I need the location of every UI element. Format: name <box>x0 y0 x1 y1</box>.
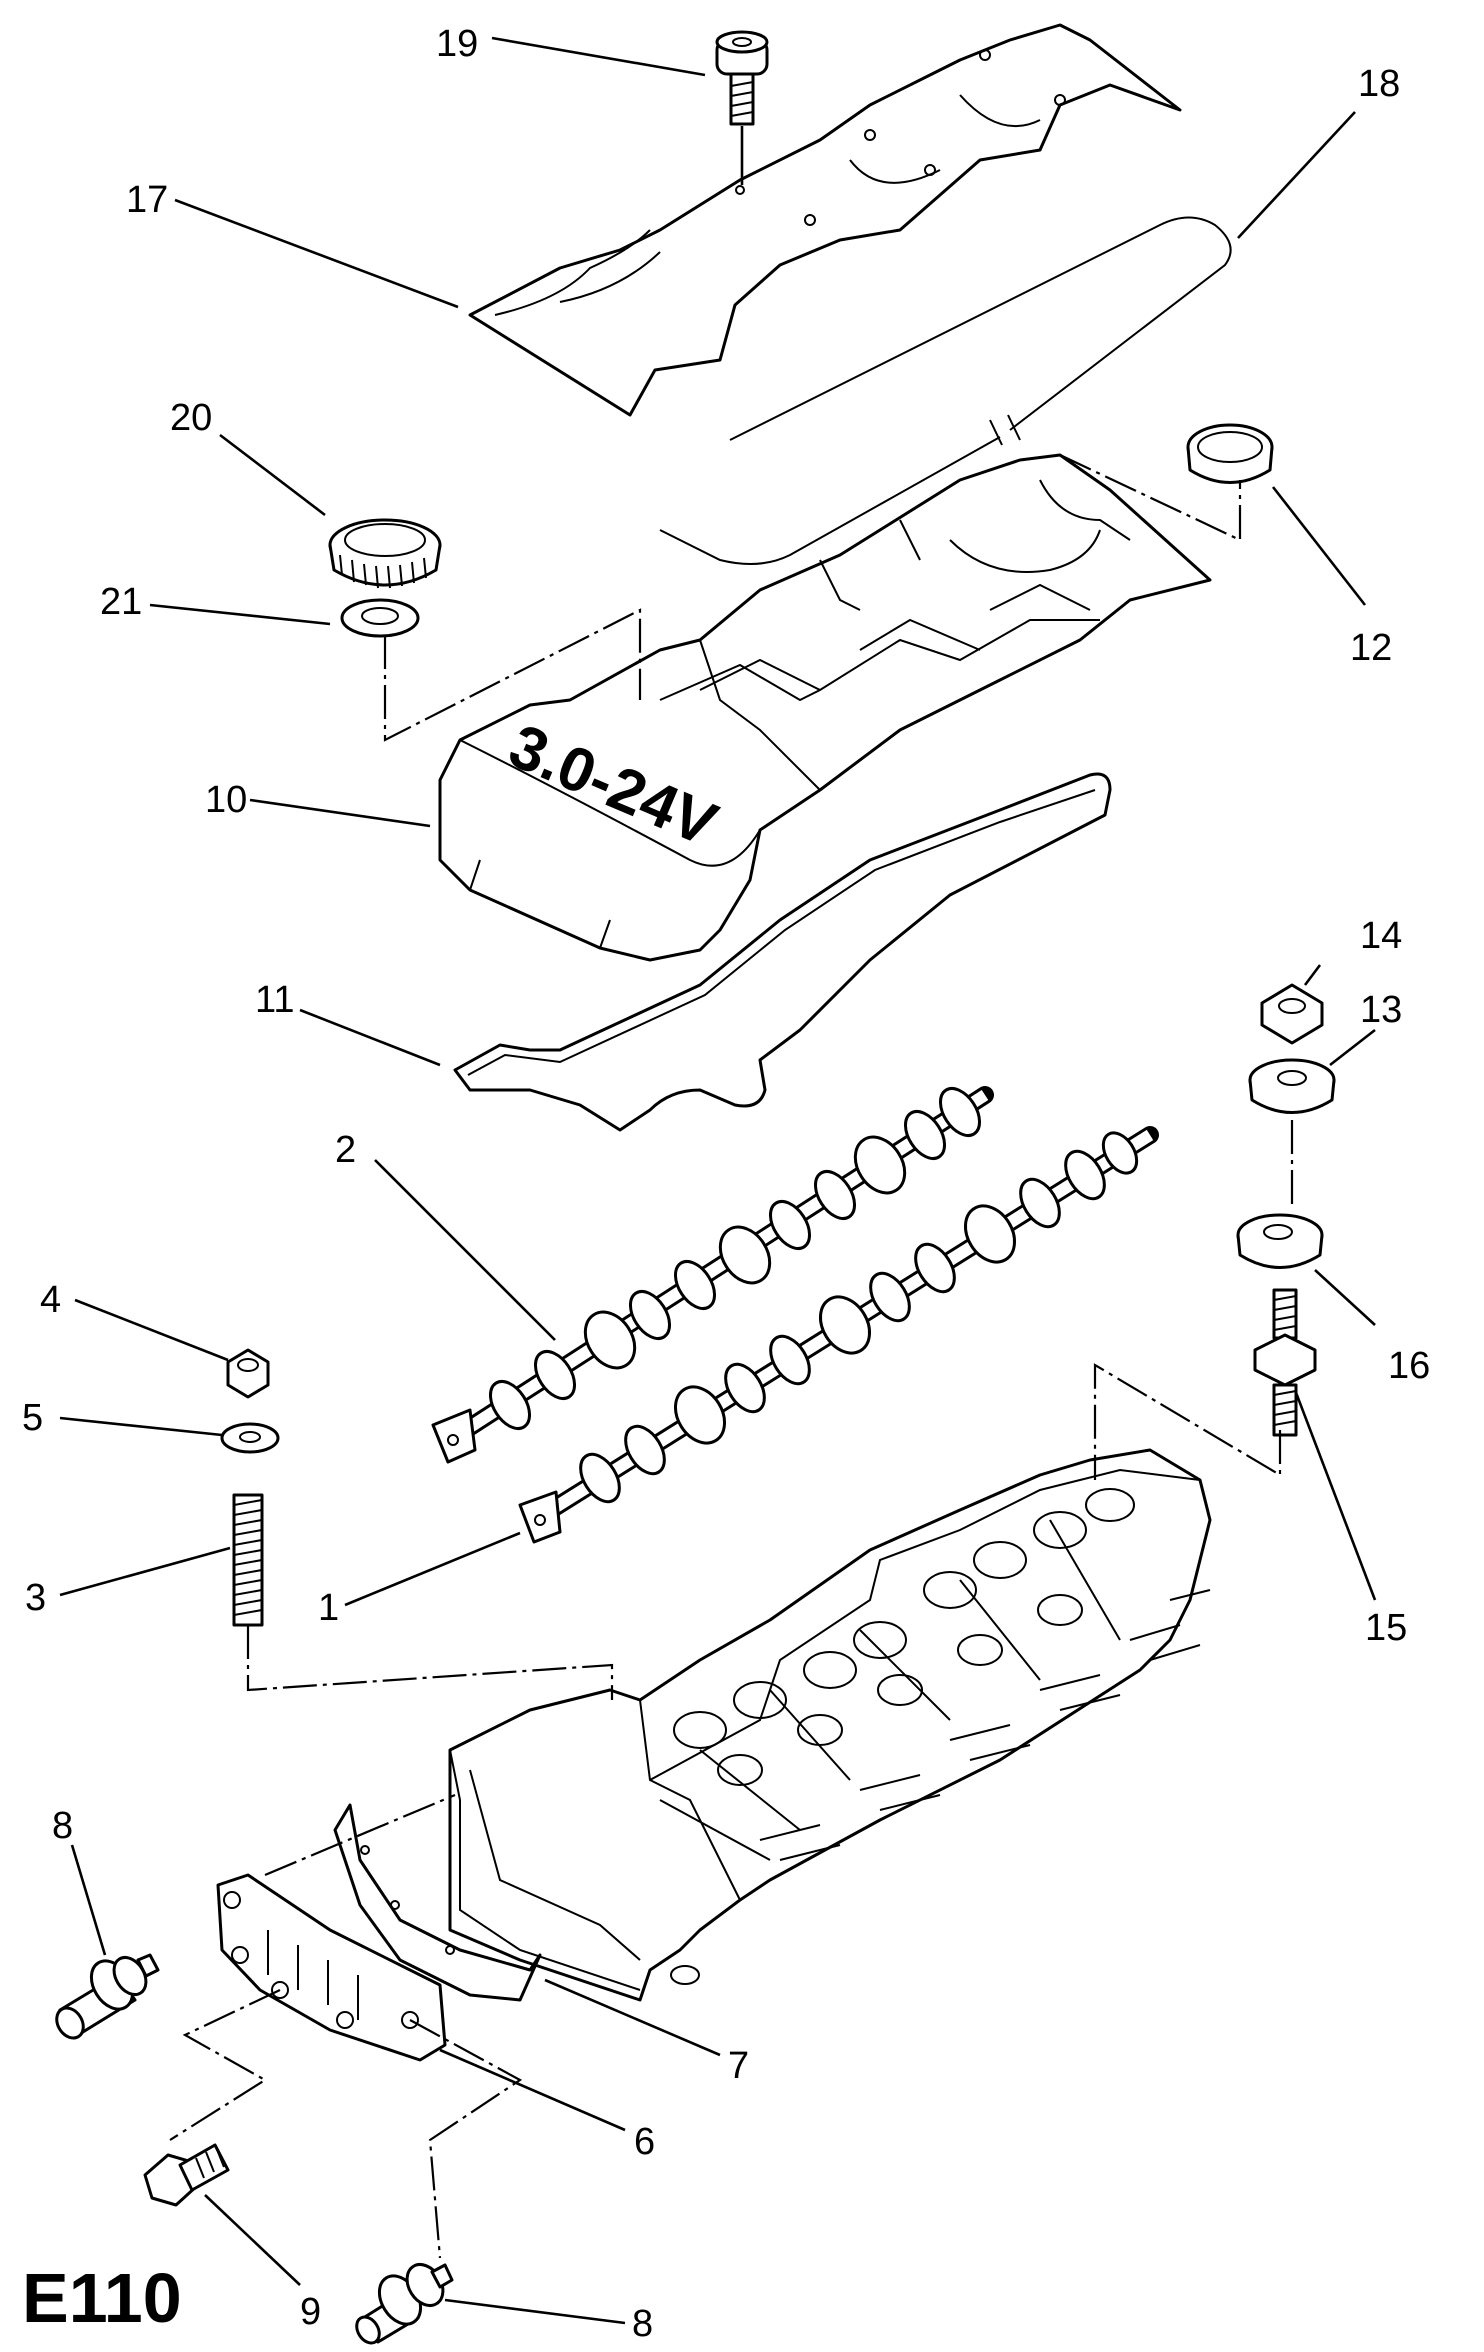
callout-9: 9 <box>300 2291 321 2333</box>
part-12-ring-seal <box>1186 423 1274 484</box>
callout-19: 19 <box>436 23 478 65</box>
callout-1: 1 <box>318 1587 339 1629</box>
callout-17: 17 <box>126 179 168 221</box>
callout-8-lower: 8 <box>632 2303 653 2345</box>
callout-14: 14 <box>1360 915 1402 957</box>
part-18-wire-seal <box>659 216 1232 565</box>
part-7-end-gasket <box>333 1803 542 2002</box>
leader-lines <box>59 36 1377 2325</box>
part-8-bolt-lower <box>355 2263 454 2345</box>
callout-7: 7 <box>728 2045 749 2087</box>
callout-11: 11 <box>255 979 294 1021</box>
callout-12: 12 <box>1350 627 1392 669</box>
part-9-hex-bolt <box>143 2143 230 2207</box>
part-4-nut <box>226 1348 270 1399</box>
cylinder-head <box>448 1448 1212 2002</box>
part-17-upper-cover <box>468 23 1182 417</box>
callout-6: 6 <box>634 2121 655 2163</box>
callout-15: 15 <box>1365 1607 1407 1649</box>
part-14-nut <box>1260 983 1324 1045</box>
callout-4: 4 <box>40 1279 61 1321</box>
callout-10: 10 <box>205 779 247 821</box>
part-3-stud <box>232 1493 264 1627</box>
part-5-washer <box>220 1422 280 1454</box>
callout-3: 3 <box>25 1577 46 1619</box>
part-2-camshaft <box>431 1086 994 1464</box>
part-6-end-cover <box>216 1873 447 2062</box>
camshaft-1-lobes <box>579 1131 1139 1504</box>
callout-18: 18 <box>1358 63 1400 105</box>
callout-13: 13 <box>1360 989 1402 1031</box>
callout-21: 21 <box>100 581 142 623</box>
camshaft-2-lobes <box>488 1087 982 1430</box>
part-8-bolt-upper <box>55 1953 160 2040</box>
assembly-lines <box>169 454 1294 2259</box>
part-11-cover-gasket <box>453 772 1112 1132</box>
callout-2: 2 <box>335 1129 356 1171</box>
part-20-filler-cap <box>328 518 442 589</box>
callout-numbers: 19 18 17 20 21 12 10 11 14 13 2 4 16 5 3… <box>22 23 1430 2345</box>
part-13-grommet <box>1248 1058 1336 1114</box>
part-16-grommet <box>1236 1213 1324 1269</box>
callout-8-upper: 8 <box>52 1805 73 1847</box>
part-15-stud <box>1253 1288 1317 1437</box>
cylinder-head-studs <box>759 1589 1211 1861</box>
part-21-filler-seal <box>340 598 420 638</box>
part-10-head-cover: 3.0-24V <box>438 453 1212 962</box>
callout-20: 20 <box>170 397 212 439</box>
callout-5: 5 <box>22 1397 43 1439</box>
part-19-cap-screw <box>715 30 769 185</box>
callout-16: 16 <box>1388 1345 1430 1387</box>
part-1-camshaft <box>518 1126 1159 1544</box>
diagram-code: E110 <box>22 2259 182 2337</box>
cylinder-head-ports <box>673 1488 1135 1786</box>
